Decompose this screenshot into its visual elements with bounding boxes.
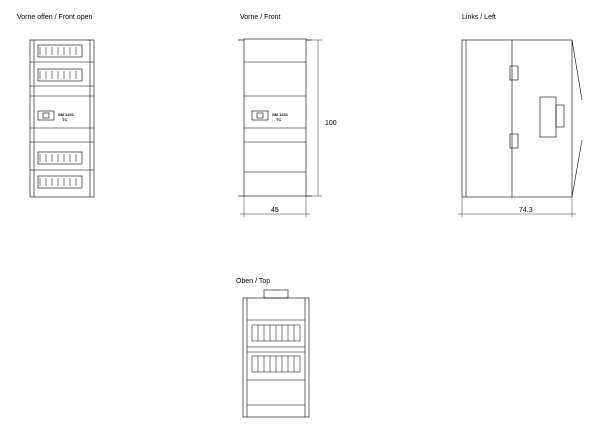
- front-open-module-name: SM 1231: [58, 112, 75, 117]
- left-view-title: Links / Left: [462, 14, 496, 21]
- front-open-view-title: Vorne offen / Front open: [17, 14, 93, 21]
- front-view: SM 1231 TC 100 45: [238, 38, 337, 217]
- top-view-title: Oben / Top: [236, 278, 271, 285]
- top-view: [242, 289, 310, 418]
- dimension-depth: 74.3: [519, 207, 533, 214]
- dimension-width: 45: [271, 207, 279, 214]
- front-module-type: TC: [276, 117, 281, 122]
- front-open-view: SM 1231 TC: [29, 39, 95, 198]
- left-view: 74.3: [458, 39, 583, 217]
- front-open-module-type: TC: [62, 117, 67, 122]
- dimension-height: 100: [325, 120, 337, 127]
- front-view-title: Vorne / Front: [240, 14, 281, 21]
- front-module-name: SM 1231: [272, 112, 289, 117]
